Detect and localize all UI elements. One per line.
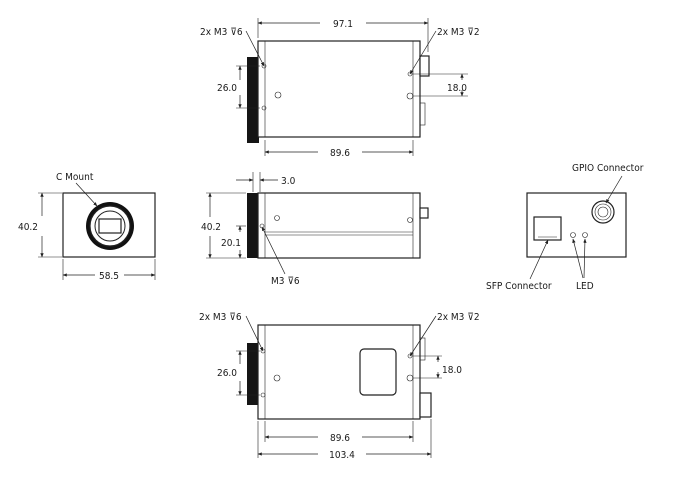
- dim-side-center: 20.1: [221, 238, 241, 249]
- side-view: 3.0 40.2 20.1 M3 ⊽6: [201, 172, 429, 287]
- dim-bottom-right: 18.0: [442, 365, 462, 376]
- c-mount-label: C Mount: [56, 172, 94, 183]
- back-view: GPIO Connector SFP Connector LED: [486, 163, 644, 292]
- led-label: LED: [576, 281, 594, 292]
- bottom-screw-left-label: 2x M3 ⊽6: [199, 312, 242, 323]
- top-connector: [419, 55, 430, 77]
- dim-top-height: 26.0: [217, 83, 237, 94]
- dim-front-width: 58.5: [99, 271, 119, 282]
- bottom-connector: [419, 392, 432, 418]
- top-view: 97.1 89.6 26.0 18.0 2x M3 ⊽6 2x M3 ⊽2: [200, 18, 480, 159]
- side-flange: [247, 193, 259, 258]
- screw-hole: [260, 392, 266, 398]
- bottom-label-plate: [359, 348, 397, 396]
- dim-side-height: 40.2: [201, 222, 221, 233]
- dim-front-height: 40.2: [18, 222, 38, 233]
- bottom-view: 2x M3 ⊽6 2x M3 ⊽2 26.0 18.0 89.6 103.4: [199, 312, 480, 461]
- dim-bottom-body: 89.6: [330, 433, 350, 444]
- sensor-window: [98, 218, 122, 234]
- top-screw-left-label: 2x M3 ⊽6: [200, 27, 243, 38]
- dim-bottom-height: 26.0: [217, 368, 237, 379]
- top-screw-right-label: 2x M3 ⊽2: [437, 27, 480, 38]
- led-1: [570, 232, 576, 238]
- dim-top-body: 89.6: [330, 148, 350, 159]
- top-flange: [247, 57, 259, 143]
- dim-side-flange: 3.0: [281, 176, 296, 187]
- sfp-label: SFP Connector: [486, 281, 552, 292]
- bottom-flange: [247, 343, 259, 405]
- dim-top-length: 97.1: [333, 19, 353, 30]
- dim-top-right: 18.0: [447, 83, 467, 94]
- side-connector: [419, 207, 429, 219]
- dim-bottom-total: 103.4: [329, 450, 355, 461]
- sfp-connector: [533, 216, 562, 241]
- top-body: [257, 40, 421, 138]
- side-body: [257, 192, 421, 259]
- gpio-label: GPIO Connector: [572, 163, 644, 174]
- screw-hole: [261, 105, 267, 111]
- side-screw-label: M3 ⊽6: [271, 276, 300, 287]
- front-view: C Mount 40.2 58.5: [18, 172, 156, 282]
- led-2: [582, 232, 588, 238]
- bottom-screw-right-label: 2x M3 ⊽2: [437, 312, 480, 323]
